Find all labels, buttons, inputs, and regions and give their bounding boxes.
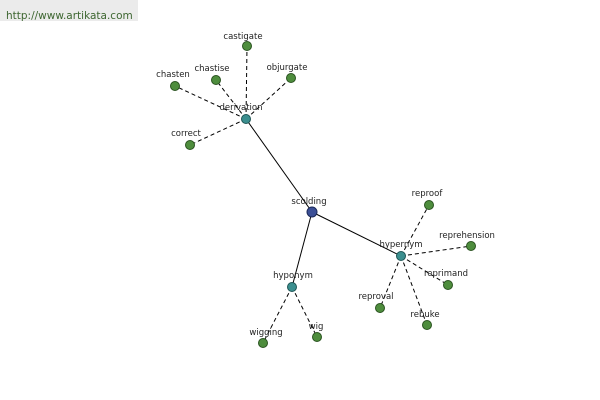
word-node-correct[interactable] (185, 140, 195, 150)
word-node-reprimand[interactable] (443, 280, 453, 290)
edge-hypernym-reprimand (400, 255, 449, 286)
edge-derivation-chastise (215, 79, 247, 120)
word-label-wig[interactable]: wig (309, 322, 324, 332)
word-node-reproval[interactable] (375, 303, 385, 313)
edge-hypernym-reproof (400, 204, 430, 257)
word-node-rebuke[interactable] (422, 320, 432, 330)
word-label-objurgate[interactable]: objurgate (267, 63, 308, 73)
relation-label-hypernym[interactable]: hypernym (379, 240, 422, 250)
word-label-correct[interactable]: correct (171, 129, 201, 139)
word-node-chasten[interactable] (170, 81, 180, 91)
word-label-wigging[interactable]: wigging (249, 328, 282, 338)
edge-hypernym-reprehension (400, 245, 472, 257)
relation-node-derivation[interactable] (241, 114, 251, 124)
word-node-objurgate[interactable] (286, 73, 296, 83)
url-banner: http://www.artikata.com (0, 0, 138, 22)
root-node[interactable] (306, 206, 318, 218)
word-label-chastise[interactable]: chastise (194, 64, 229, 74)
word-label-reproof[interactable]: reproof (412, 189, 444, 199)
edge-root-hypernym (311, 211, 402, 257)
edge-hypernym-reproval (379, 255, 402, 309)
word-node-reprehension[interactable] (466, 241, 476, 251)
word-label-rebuke[interactable]: rebuke (410, 310, 439, 320)
word-label-reproval[interactable]: reproval (358, 292, 393, 302)
edge-derivation-castigate (245, 45, 248, 120)
word-node-castigate[interactable] (242, 41, 252, 51)
graph-nodes (170, 41, 476, 348)
url-link[interactable]: http://www.artikata.com (6, 10, 133, 22)
relation-label-derivation[interactable]: derivation (219, 103, 262, 113)
relation-node-hyponym[interactable] (287, 282, 297, 292)
root-label[interactable]: scolding (291, 197, 326, 207)
word-label-chasten[interactable]: chasten (156, 70, 190, 80)
edge-derivation-chasten (174, 85, 247, 120)
word-node-wigging[interactable] (258, 338, 268, 348)
relation-node-hypernym[interactable] (396, 251, 406, 261)
edge-derivation-objurgate (245, 77, 292, 120)
edge-hypernym-rebuke (400, 255, 428, 326)
edge-hyponym-wig (291, 286, 318, 338)
edge-root-derivation (245, 118, 313, 213)
word-label-castigate[interactable]: castigate (223, 32, 262, 42)
word-node-chastise[interactable] (211, 75, 221, 85)
relation-label-hyponym[interactable]: hyponym (273, 271, 313, 281)
edge-root-hyponym (291, 211, 313, 288)
graph-labels: castigate chastise chasten objurgate correct… (156, 32, 495, 338)
edge-hyponym-wigging (262, 286, 293, 344)
word-label-reprimand[interactable]: reprimand (424, 269, 468, 279)
graph-edges (174, 45, 472, 344)
word-node-wig[interactable] (312, 332, 322, 342)
edge-derivation-correct (189, 118, 247, 146)
word-label-reprehension[interactable]: reprehension (439, 231, 495, 241)
word-node-reproof[interactable] (424, 200, 434, 210)
